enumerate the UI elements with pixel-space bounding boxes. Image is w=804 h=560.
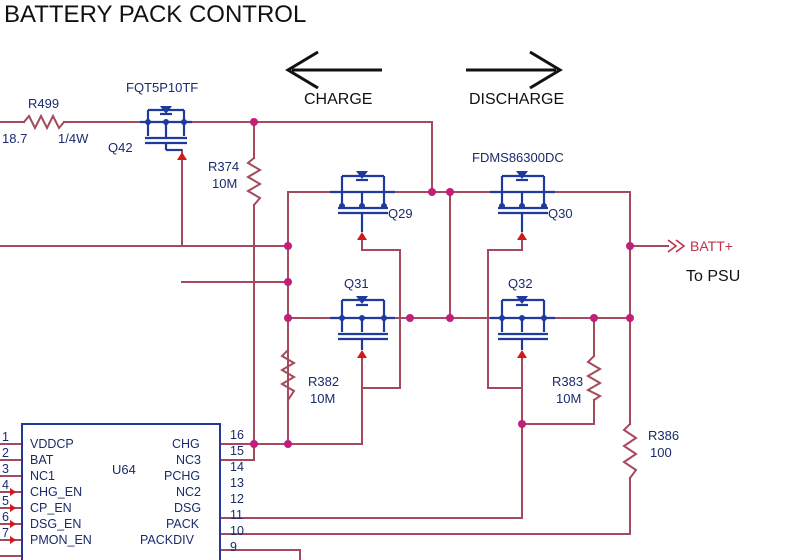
r383-value: 10M bbox=[556, 391, 581, 406]
svg-text:2: 2 bbox=[2, 446, 9, 460]
q30-part: FDMS86300DC bbox=[472, 150, 564, 165]
q29-ref: Q29 bbox=[388, 206, 413, 221]
r499-resistor bbox=[22, 113, 66, 131]
to-psu-label: To PSU bbox=[686, 268, 740, 285]
u64-left-pins: 1 VDDCP 2 BAT 3 NC1 4 CHG_EN 5 CP_EN 6 D… bbox=[2, 430, 92, 547]
q42-ref: Q42 bbox=[108, 140, 133, 155]
pin-cp-en: CP_EN bbox=[30, 501, 72, 515]
pin-nc1: NC1 bbox=[30, 469, 55, 483]
pin-dsg-en: DSG_EN bbox=[30, 517, 81, 531]
schematic-title: BATTERY PACK CONTROL bbox=[4, 1, 306, 28]
svg-text:3: 3 bbox=[2, 462, 9, 476]
q32-ref: Q32 bbox=[508, 276, 533, 291]
junction-dots bbox=[250, 118, 634, 448]
pin-pack: PACK bbox=[166, 517, 200, 531]
r499-ref: R499 bbox=[28, 96, 59, 111]
svg-text:14: 14 bbox=[230, 460, 244, 474]
q42-part: FQT5P10TF bbox=[126, 80, 198, 95]
u64-right-pins: CHG 16 NC3 15 PCHG 14 NC2 13 DSG 12 PACK… bbox=[140, 428, 244, 554]
q31-ref: Q31 bbox=[344, 276, 369, 291]
pin-pmon-en: PMON_EN bbox=[30, 533, 92, 547]
svg-text:11: 11 bbox=[230, 508, 243, 522]
pin-dsg: DSG bbox=[174, 501, 201, 515]
q30-mosfet bbox=[490, 171, 555, 240]
pin-pchg: PCHG bbox=[164, 469, 200, 483]
svg-text:13: 13 bbox=[230, 476, 244, 490]
q42-mosfet bbox=[140, 106, 192, 160]
q30-ref: Q30 bbox=[548, 206, 573, 221]
q29-mosfet bbox=[330, 171, 395, 240]
r374-resistor bbox=[246, 156, 262, 207]
r382-value: 10M bbox=[310, 391, 335, 406]
wires bbox=[0, 121, 669, 560]
svg-text:9: 9 bbox=[230, 540, 237, 554]
svg-text:6: 6 bbox=[2, 510, 9, 524]
pin-chg: CHG bbox=[172, 437, 200, 451]
r386-ref: R386 bbox=[648, 428, 679, 443]
pin-vddcp: VDDCP bbox=[30, 437, 74, 451]
q31-mosfet bbox=[330, 296, 395, 358]
svg-text:10: 10 bbox=[230, 524, 244, 538]
r382-ref: R382 bbox=[308, 374, 339, 389]
q32-mosfet bbox=[490, 296, 555, 358]
u64-ic-body bbox=[21, 423, 221, 560]
svg-text:1: 1 bbox=[2, 430, 9, 444]
r499-value: 18.7 bbox=[2, 131, 27, 146]
r374-ref: R374 bbox=[208, 159, 239, 174]
discharge-label: DISCHARGE bbox=[469, 91, 564, 108]
svg-text:16: 16 bbox=[230, 428, 244, 442]
r386-value: 100 bbox=[650, 445, 672, 460]
svg-text:5: 5 bbox=[2, 494, 9, 508]
r383-resistor bbox=[585, 354, 602, 402]
pin-nc2: NC2 bbox=[176, 485, 201, 499]
r374-value: 10M bbox=[212, 176, 237, 191]
r382-resistor bbox=[280, 348, 296, 402]
r499-power: 1/4W bbox=[58, 131, 89, 146]
pin-nc3: NC3 bbox=[176, 453, 201, 467]
r386-resistor bbox=[622, 422, 638, 480]
u64-ref: U64 bbox=[112, 462, 136, 477]
pin-packdiv: PACKDIV bbox=[140, 533, 195, 547]
pin-chg-en: CHG_EN bbox=[30, 485, 82, 499]
svg-text:12: 12 bbox=[230, 492, 244, 506]
batt-net-label: BATT+ bbox=[690, 238, 733, 254]
charge-arrow bbox=[285, 50, 382, 90]
discharge-arrow bbox=[466, 50, 563, 90]
svg-text:7: 7 bbox=[2, 526, 9, 540]
pin-bat: BAT bbox=[30, 453, 54, 467]
charge-label: CHARGE bbox=[304, 91, 372, 108]
batt-output-arrows bbox=[667, 239, 686, 253]
svg-text:15: 15 bbox=[230, 444, 244, 458]
r383-ref: R383 bbox=[552, 374, 583, 389]
svg-text:4: 4 bbox=[2, 478, 9, 492]
